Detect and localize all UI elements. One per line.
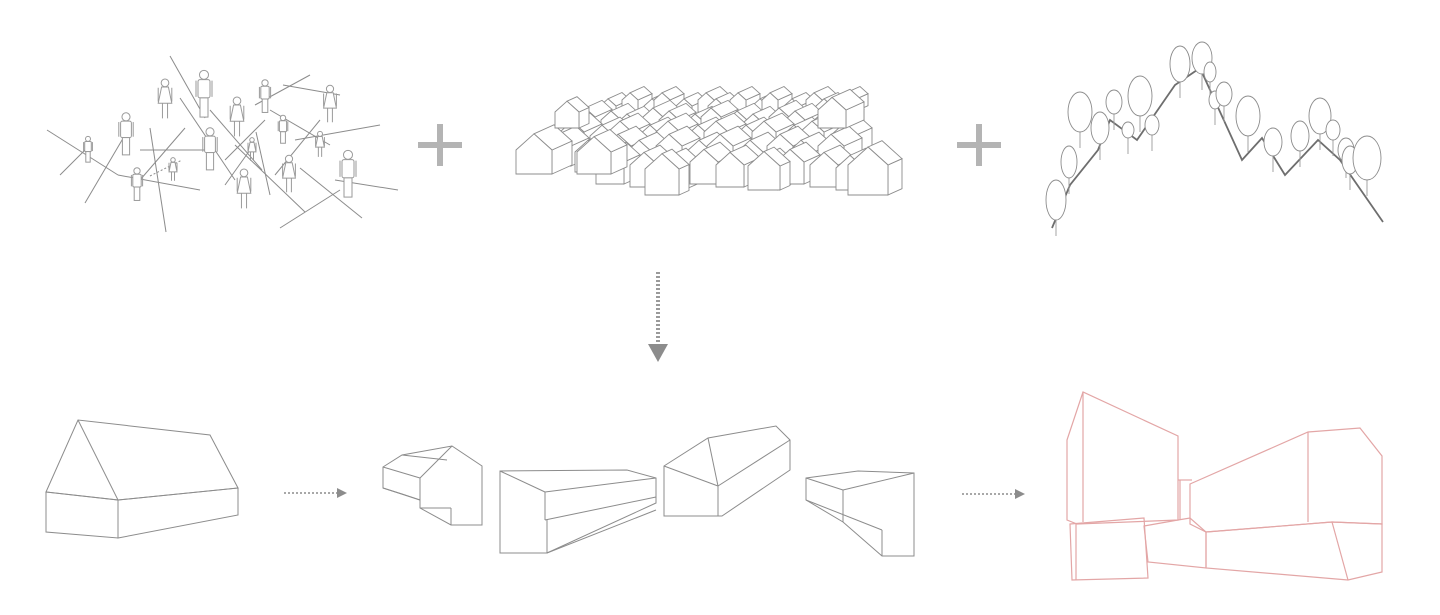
right-arrow (284, 488, 347, 498)
tree-icon (1290, 120, 1310, 167)
person-icon (277, 114, 289, 144)
plus-icon (418, 124, 462, 166)
plus-icon (957, 124, 1001, 166)
tree-icon (1060, 145, 1078, 194)
person-icon (314, 130, 326, 157)
house-icon (644, 148, 690, 196)
person-icon (229, 96, 245, 137)
house-icon (576, 128, 628, 175)
person-icon (236, 168, 252, 209)
person-icon (195, 69, 213, 118)
tree-icon (1215, 81, 1233, 122)
composed-building (1066, 391, 1383, 581)
house-icon (554, 96, 590, 129)
person-icon (168, 157, 178, 181)
down-arrow (648, 272, 668, 362)
house-icon (515, 124, 573, 175)
volume-3 (663, 425, 791, 517)
house-icon (847, 140, 903, 196)
treed-hills (1045, 41, 1384, 236)
village-houses (515, 85, 903, 196)
right-arrow (962, 489, 1025, 499)
single-house (45, 419, 239, 539)
people-network (46, 55, 399, 233)
house-icon (747, 146, 791, 191)
tree-icon (1067, 91, 1093, 148)
person-icon (322, 84, 338, 123)
tree-icon (1169, 45, 1191, 98)
person-icon (157, 78, 173, 119)
house-icon (761, 85, 793, 113)
person-icon (339, 149, 357, 198)
person-icon (118, 112, 134, 156)
person-icon (247, 137, 257, 161)
tree-icon (1352, 135, 1382, 196)
house-icon (817, 88, 865, 129)
tree-icon (1235, 95, 1261, 152)
person-icon (281, 154, 297, 193)
network-lines (46, 55, 399, 233)
volume-4 (805, 470, 915, 557)
people-figures (83, 69, 357, 209)
person-icon (202, 127, 218, 171)
volume-1 (382, 445, 483, 526)
tree-icon (1308, 97, 1332, 150)
tree-icon (1045, 179, 1067, 236)
tree-icon (1090, 111, 1110, 160)
tree-icon (1121, 121, 1135, 154)
tree-icon (1144, 114, 1160, 151)
person-icon (258, 79, 272, 113)
tree-icon (1263, 127, 1283, 172)
tree-icon (1325, 119, 1341, 156)
volume-2 (499, 469, 657, 554)
trees (1045, 41, 1382, 236)
tree-icon (1105, 89, 1123, 130)
tree-icon (1127, 75, 1153, 132)
person-icon (130, 167, 144, 201)
person-icon (83, 135, 93, 163)
fragmented-volumes (382, 425, 915, 557)
